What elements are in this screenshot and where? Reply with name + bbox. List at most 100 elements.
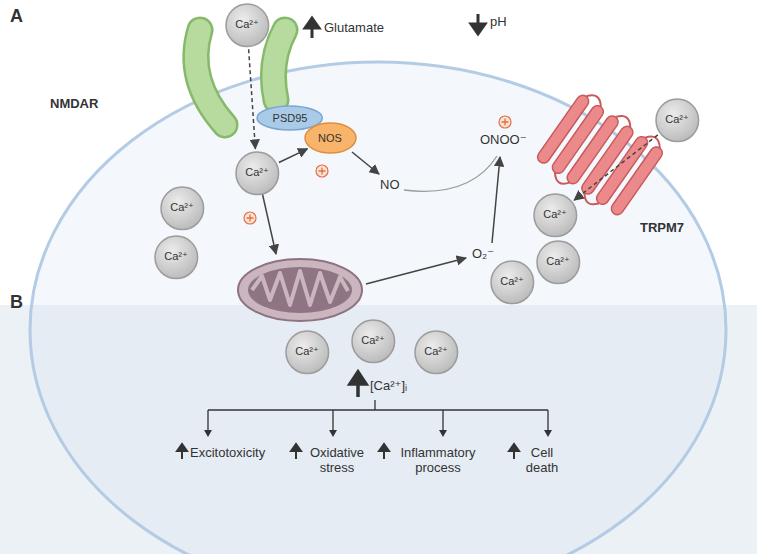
node-text: Ca²⁺: [361, 334, 385, 347]
receptor-name: NMDAR: [50, 96, 98, 111]
activation-symbol: [319, 168, 326, 175]
calcium-ion: Ca²⁺: [533, 193, 578, 238]
calcium-ion: Ca²⁺: [154, 235, 199, 280]
calcium-ion-shape: [415, 331, 458, 374]
activation-symbol: [316, 165, 328, 177]
activation-symbol: [244, 212, 256, 224]
mitochondrion: [238, 259, 362, 321]
flow-arrow: [279, 149, 308, 163]
calcium-ion-shape: [226, 4, 269, 47]
calcium-ion-shape: [537, 241, 580, 284]
node-content: Ca²⁺: [285, 330, 330, 375]
outcome-label: Oxidative stress: [303, 445, 371, 475]
node-text: Ca²⁺: [546, 255, 570, 268]
node-content: Ca²⁺: [154, 235, 199, 280]
pathway-arrow: [492, 157, 500, 243]
node-content: NOS: [304, 122, 357, 154]
increase-arrow: [305, 18, 319, 38]
concentration-label: [Ca²⁺]ᵢ: [370, 378, 407, 393]
node-text: Ca²⁺: [500, 275, 524, 288]
calcium-ion-shape: [352, 320, 395, 363]
outcome-label: Inflammatory process: [392, 445, 484, 475]
nmdar-subunit: [273, 30, 285, 100]
node-content: Ca²⁺: [490, 260, 535, 305]
node-text: Ca²⁺: [665, 113, 689, 126]
node-text: PSD95: [273, 112, 308, 125]
nos-enzyme: NOS: [304, 122, 357, 154]
molecule-label: ONOO⁻: [480, 132, 527, 147]
calcium-ion: Ca²⁺: [225, 3, 270, 48]
calcium-ion: Ca²⁺: [490, 260, 535, 305]
pathway-arrow: [352, 152, 379, 174]
calcium-ion: Ca²⁺: [235, 151, 280, 196]
pathway-arrow: [262, 192, 276, 254]
activation-symbol: [247, 215, 254, 222]
channel-name: TRPM7: [640, 220, 684, 235]
node-text: Ca²⁺: [424, 345, 448, 358]
node-content: Ca²⁺: [160, 186, 205, 231]
node-text: Ca²⁺: [170, 201, 194, 214]
molecule-label: O₂⁻: [472, 246, 494, 261]
branch-lines: [208, 400, 548, 432]
mitochondrion-cristae: [252, 271, 348, 305]
branch-arrowheads: [204, 430, 552, 437]
increase-arrow: [379, 444, 389, 459]
calcium-ion-shape: [236, 152, 279, 195]
node-text: Ca²⁺: [235, 18, 259, 31]
pathway-arrow: [366, 258, 466, 284]
calcium-ion-shape: [491, 261, 534, 304]
nmdar-subunit-outline: [196, 30, 225, 125]
calcium-ion: Ca²⁺: [160, 186, 205, 231]
panel-letter: A: [10, 6, 23, 26]
outcome-label: Cell death: [521, 445, 563, 475]
node-text: Ca²⁺: [543, 208, 567, 221]
no-merge-line: [404, 156, 497, 191]
node-text: NOS: [318, 132, 342, 145]
nmdar-subunit: [196, 30, 225, 125]
nmdar-subunit-outline: [273, 30, 285, 100]
calcium-ion: Ca²⁺: [655, 98, 700, 143]
calcium-ion: Ca²⁺: [285, 330, 330, 375]
node-content: Ca²⁺: [533, 193, 578, 238]
signal-label: pH: [490, 14, 507, 29]
node-text: Ca²⁺: [295, 345, 319, 358]
signal-label: Glutamate: [324, 20, 384, 35]
node-content: Ca²⁺: [225, 3, 270, 48]
calcium-ion-shape: [286, 331, 329, 374]
activation-symbol: [499, 116, 511, 128]
calcium-ion: Ca²⁺: [351, 319, 396, 364]
nos-enzyme-shape: [305, 123, 356, 153]
outcome-label: Excitotoxicity: [190, 445, 265, 460]
calcium-ion-shape: [161, 187, 204, 230]
activation-symbol: [502, 119, 509, 126]
molecule-label: NO: [380, 177, 400, 192]
activation-symbol: [244, 116, 511, 224]
node-content: Ca²⁺: [351, 319, 396, 364]
node-text: Ca²⁺: [164, 250, 188, 263]
mitochondrion-matrix: [248, 267, 352, 313]
flow-arrow: [574, 135, 658, 200]
node-content: Ca²⁺: [235, 151, 280, 196]
node-content: Ca²⁺: [536, 240, 581, 285]
cell-membrane: [30, 62, 726, 554]
decrease-arrow: [471, 14, 485, 34]
node-content: Ca²⁺: [414, 330, 459, 375]
increase-arrow: [509, 444, 519, 459]
node-content: Ca²⁺: [655, 98, 700, 143]
calcium-ion: Ca²⁺: [414, 330, 459, 375]
calcium-ion-shape: [155, 236, 198, 279]
calcium-ion: Ca²⁺: [536, 240, 581, 285]
trpm7-helix: [609, 145, 665, 217]
flow-arrow: [249, 49, 256, 149]
node-text: Ca²⁺: [245, 166, 269, 179]
increase-arrow: [350, 372, 366, 397]
calcium-ion-shape: [656, 99, 699, 142]
increase-arrow: [177, 444, 187, 459]
panel-letter: B: [10, 292, 23, 312]
calcium-ion-shape: [534, 194, 577, 237]
